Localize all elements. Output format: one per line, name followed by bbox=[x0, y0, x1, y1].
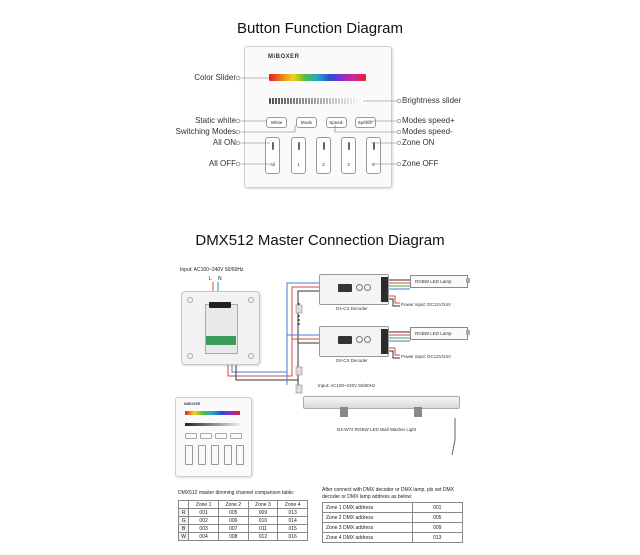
decoder-1 bbox=[319, 274, 389, 305]
rgbw-lamp-1: RGBW LED Lamp bbox=[410, 275, 468, 288]
zone-key-2[interactable]: 2 bbox=[316, 137, 331, 174]
zone-key-1[interactable]: 1 bbox=[291, 137, 306, 174]
controller-panel: MiBOXER White Mode Speed- Speed+ All 1 2… bbox=[244, 46, 392, 188]
rgbw-lamp-2: RGBW LED Lamp bbox=[410, 327, 468, 340]
decoder-1-label: D4-CX Decoder bbox=[336, 306, 368, 311]
leader-lines bbox=[235, 75, 402, 167]
white-button[interactable]: White bbox=[266, 117, 287, 128]
power-input-2: Power input: DC12V/24V bbox=[401, 354, 452, 359]
zone-key-3[interactable]: 3 bbox=[341, 137, 356, 174]
panel-back-box bbox=[181, 291, 260, 365]
brand-logo: MiBOXER bbox=[268, 54, 300, 60]
button-function-title: Button Function Diagram bbox=[237, 20, 403, 37]
terminal-l: L bbox=[209, 276, 212, 282]
decoder-2-label: D4-CX Decoder bbox=[336, 358, 368, 363]
terminal-n: N bbox=[218, 276, 222, 282]
label-all-off: All OFF bbox=[208, 159, 236, 168]
label-color-slider: Color Slider bbox=[194, 73, 236, 82]
input-label: Input: AC100~240V 50/60Hz bbox=[180, 267, 244, 273]
label-static-white: Static white bbox=[195, 116, 236, 125]
connection-diagram-title: DMX512 Master Connection Diagram bbox=[195, 232, 445, 249]
color-slider[interactable] bbox=[269, 74, 366, 81]
wall-washer-light bbox=[303, 396, 460, 409]
zone-key-4[interactable]: 4 bbox=[366, 137, 381, 174]
label-zone-on: Zone ON bbox=[402, 138, 435, 147]
mode-button[interactable]: Mode bbox=[296, 117, 317, 128]
dmx-terminal bbox=[206, 336, 236, 345]
table-caption: DMX512 master dimming channel comparison… bbox=[178, 490, 295, 496]
brightness-slider[interactable] bbox=[269, 98, 366, 104]
label-all-on: All ON bbox=[212, 138, 236, 147]
power-terminal bbox=[209, 302, 231, 308]
address-note-line-2: decoder or DMX lamp address as below: bbox=[322, 494, 413, 500]
mini-brand: MiBOXER bbox=[184, 402, 201, 406]
lamp-1-label: RGBW LED Lamp bbox=[415, 279, 452, 284]
label-modes-speed-plus: Modes speed+ bbox=[402, 116, 455, 125]
washer-label: D4-W72 RGBW LED Wall Washer Light bbox=[337, 427, 417, 432]
lamp-2-label: RGBW LED Lamp bbox=[415, 331, 452, 336]
label-brightness-slider: Brightness slider bbox=[402, 96, 462, 105]
speed-plus-button[interactable]: Speed+ bbox=[355, 117, 376, 128]
front-panel-illustration: MiBOXER bbox=[175, 397, 252, 477]
power-input-1: Power input: DC12V/24V bbox=[401, 302, 452, 307]
zone-key-all[interactable]: All bbox=[265, 137, 280, 174]
speed-minus-button[interactable]: Speed- bbox=[326, 117, 347, 128]
address-note-line-1: After connect with DMX decoder or DMX la… bbox=[322, 487, 454, 493]
label-switching-modes: Switching Modes bbox=[175, 127, 236, 136]
washer-input-label: Input: AC100~240V 50/60Hz bbox=[318, 383, 376, 388]
decoder-2 bbox=[319, 326, 389, 357]
label-modes-speed-minus: Modes speed- bbox=[402, 127, 453, 136]
module-body bbox=[205, 304, 238, 354]
label-zone-off: Zone OFF bbox=[402, 159, 439, 168]
